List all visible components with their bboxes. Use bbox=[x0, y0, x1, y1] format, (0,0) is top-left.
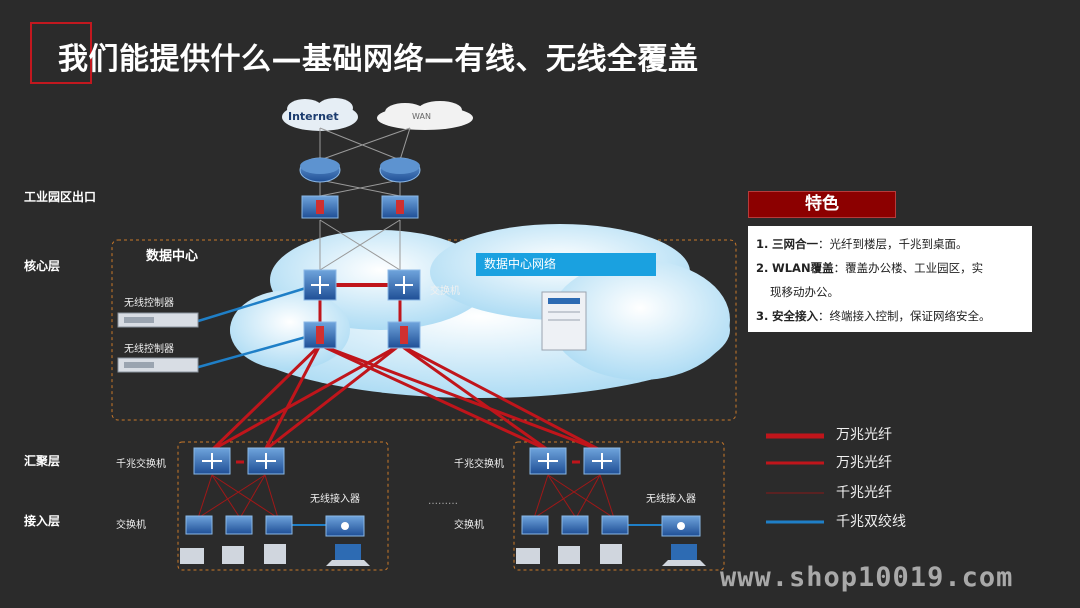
ap-label: 无线接入器 bbox=[646, 494, 696, 505]
terminal-icon bbox=[558, 546, 580, 564]
datacenter-title: 数据中心 bbox=[146, 249, 199, 264]
controller-label: 无线控制器 bbox=[124, 344, 174, 355]
branch-fibers-left bbox=[197, 460, 279, 519]
aggregation-switch-icon bbox=[583, 447, 621, 475]
watermark: www.shop10019.com bbox=[720, 562, 1014, 593]
branch-area-right bbox=[513, 441, 725, 571]
access-switch-label: 交换机 bbox=[454, 520, 484, 531]
core-firewall-icon bbox=[303, 321, 337, 349]
title-frame bbox=[30, 22, 92, 84]
access-switch-icon bbox=[265, 515, 293, 535]
page-title: 我们能提供什么—基础网络—有线、无线全覆盖 bbox=[58, 42, 699, 77]
legend-label: 千兆光纤 bbox=[836, 485, 892, 501]
datacenter-network-label: 数据中心网络 bbox=[476, 253, 656, 276]
feature-item-continued: 现移动办公。 bbox=[770, 285, 839, 299]
layer-exit: 工业园区出口 bbox=[24, 190, 97, 204]
access-point-icon bbox=[325, 515, 365, 537]
access-switch-icon bbox=[521, 515, 549, 535]
controller-links bbox=[194, 286, 307, 370]
features-panel: 1. 三网合一：光纤到楼层，千兆到桌面。 2. WLAN覆盖：覆盖办公楼、工业园… bbox=[748, 226, 1032, 332]
exit-links bbox=[319, 127, 411, 271]
access-switch-label: 交换机 bbox=[116, 520, 146, 531]
layer-core: 核心层 bbox=[24, 259, 61, 273]
wireless-controller-icon bbox=[117, 357, 199, 373]
controller-label: 无线控制器 bbox=[124, 298, 174, 309]
wan-cloud bbox=[377, 101, 473, 130]
features-heading: 特色 bbox=[748, 191, 896, 218]
uplink-fibers bbox=[210, 343, 601, 452]
aggregation-switch-icon bbox=[193, 447, 231, 475]
terminal-icon bbox=[516, 548, 540, 564]
agg-switch-label: 千兆交换机 bbox=[116, 459, 166, 470]
core-switch-icon bbox=[303, 269, 337, 301]
terminal-icon bbox=[222, 546, 244, 564]
layer-aggregation: 汇聚层 bbox=[24, 454, 61, 468]
access-switch-icon bbox=[601, 515, 629, 535]
legend-label: 万兆光纤 bbox=[836, 455, 892, 471]
firewall-icon bbox=[381, 195, 419, 219]
layer-access: 接入层 bbox=[24, 514, 61, 528]
core-switch-icon bbox=[387, 269, 421, 301]
aggregation-switch-icon bbox=[529, 447, 567, 475]
access-point-icon bbox=[661, 515, 701, 537]
core-links bbox=[318, 283, 402, 322]
internet-label: Internet bbox=[288, 110, 339, 123]
firewall-icon bbox=[301, 195, 339, 219]
access-switch-icon bbox=[225, 515, 253, 535]
core-firewall-icon bbox=[387, 321, 421, 349]
feature-item: 2. WLAN覆盖：覆盖办公楼、工业园区，实 bbox=[756, 261, 984, 275]
branch-area-left bbox=[177, 441, 389, 571]
terminal-icon bbox=[180, 548, 204, 564]
branch-fibers-right bbox=[533, 460, 615, 519]
router-icon bbox=[379, 157, 421, 183]
branch-ellipsis: ……… bbox=[428, 496, 458, 507]
router-icon bbox=[299, 157, 341, 183]
server-icon bbox=[541, 291, 587, 351]
legend-label: 万兆光纤 bbox=[836, 427, 892, 443]
terminal-icon bbox=[600, 544, 622, 564]
ap-label: 无线接入器 bbox=[310, 494, 360, 505]
internet-cloud bbox=[282, 98, 358, 131]
agg-switch-label: 千兆交换机 bbox=[454, 459, 504, 470]
legend-label: 千兆双绞线 bbox=[836, 514, 906, 530]
laptop-icon bbox=[662, 544, 706, 566]
feature-item: 1. 三网合一：光纤到楼层，千兆到桌面。 bbox=[756, 237, 968, 251]
core-switch-label: 交换机 bbox=[430, 286, 460, 297]
aggregation-switch-icon bbox=[247, 447, 285, 475]
wan-label: WAN bbox=[412, 112, 431, 121]
laptop-icon bbox=[326, 544, 370, 566]
terminal-icon bbox=[264, 544, 286, 564]
access-switch-icon bbox=[561, 515, 589, 535]
wireless-controller-icon bbox=[117, 312, 199, 328]
access-switch-icon bbox=[185, 515, 213, 535]
feature-item: 3. 安全接入：终端接入控制，保证网络安全。 bbox=[756, 309, 991, 323]
